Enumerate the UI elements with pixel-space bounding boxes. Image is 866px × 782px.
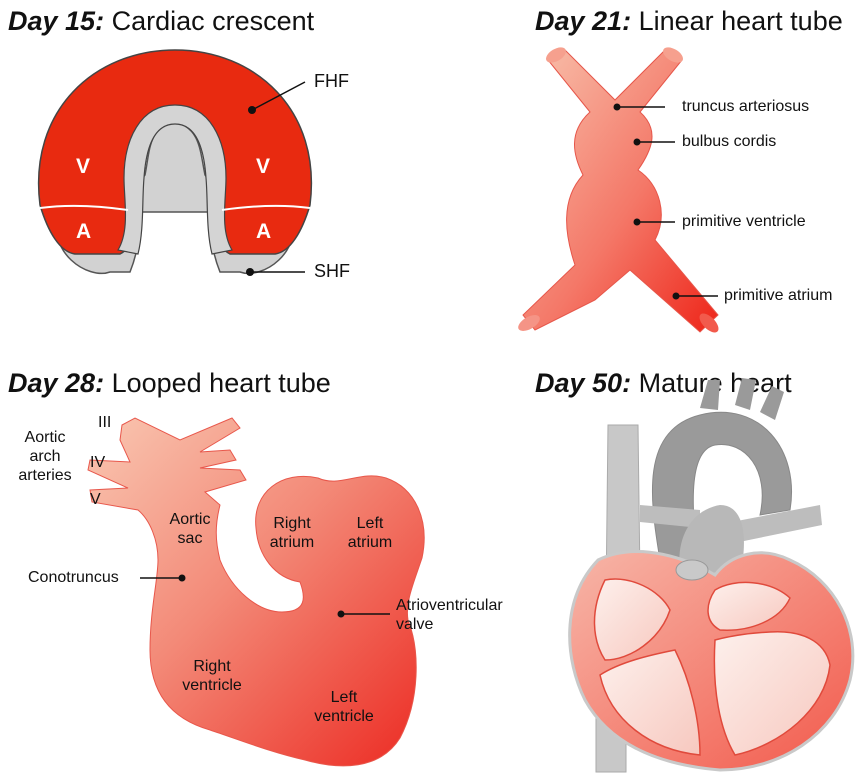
atrioventricular-valve-label: Atrioventricular valve xyxy=(396,596,503,634)
left-atrium-line1: Left xyxy=(340,514,400,533)
arch-v-label: V xyxy=(90,490,101,509)
fhf-label: FHF xyxy=(314,72,349,91)
right-ventricle-label: Right ventricle xyxy=(176,657,248,695)
right-ventricle-v-label: V xyxy=(256,157,270,176)
tube-body xyxy=(523,50,718,332)
aortic-sac-label: Aortic sac xyxy=(160,510,220,548)
right-atrium-a-label: A xyxy=(256,222,271,241)
linear-heart-tube xyxy=(516,44,722,335)
left-atrium-a-label: A xyxy=(76,222,91,241)
left-ventricle-line1: Left xyxy=(306,688,382,707)
left-ventricle-label: Left ventricle xyxy=(306,688,382,726)
aortic-arch-arteries-label: Aortic arch arteries xyxy=(14,428,76,485)
left-ventricle-v-label: V xyxy=(76,157,90,176)
arch-iii-label: III xyxy=(98,413,111,432)
mature-heart xyxy=(570,378,853,772)
right-atrium-label: Right atrium xyxy=(262,514,322,552)
right-ventricle-line1: Right xyxy=(176,657,248,676)
av-valve-line2: valve xyxy=(396,615,503,634)
right-ventricle-line2: ventricle xyxy=(176,676,248,695)
arch-iv-label: IV xyxy=(90,453,105,472)
aortic-valve xyxy=(676,560,708,580)
right-atrium-line2: atrium xyxy=(262,533,322,552)
aortic-sac-line1: Aortic xyxy=(160,510,220,529)
av-valve-line1: Atrioventricular xyxy=(396,596,503,615)
aortic-arch-arteries-line1: Aortic xyxy=(14,428,76,447)
left-atrium-line2: atrium xyxy=(340,533,400,552)
truncus-arteriosus-label: truncus arteriosus xyxy=(682,97,809,116)
bulbus-cordis-label: bulbus cordis xyxy=(682,132,776,151)
left-ventricle-line2: ventricle xyxy=(306,707,382,726)
primitive-ventricle-label: primitive ventricle xyxy=(682,212,806,231)
shf-label: SHF xyxy=(314,262,350,281)
left-atrium-label: Left atrium xyxy=(340,514,400,552)
conotruncus-label: Conotruncus xyxy=(28,568,119,587)
right-atrium-line1: Right xyxy=(262,514,322,533)
aortic-sac-line2: sac xyxy=(160,529,220,548)
aortic-arch-arteries-line2: arch xyxy=(14,447,76,466)
aortic-arch-arteries-line3: arteries xyxy=(14,466,76,485)
primitive-atrium-label: primitive atrium xyxy=(724,286,832,305)
